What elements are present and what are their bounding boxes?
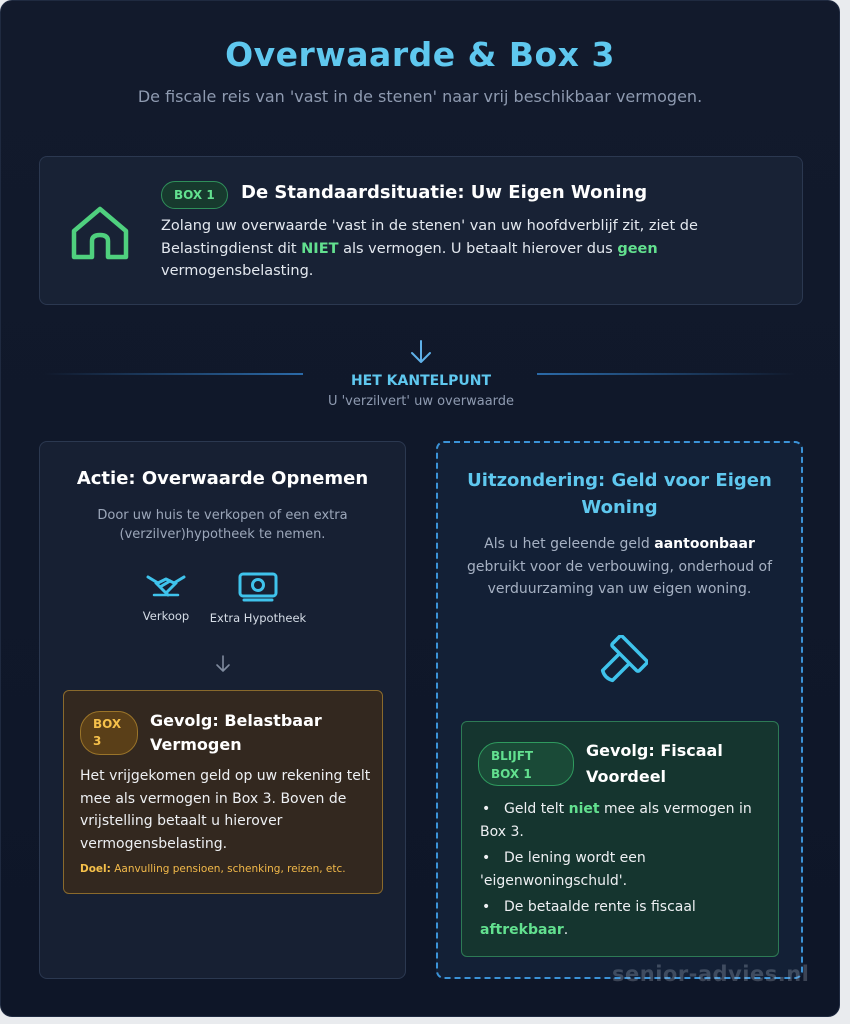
watermark: senior-advies.nl bbox=[612, 962, 810, 986]
option-verkoop: Verkoop bbox=[134, 571, 198, 623]
box1-title: De Standaardsituatie: Uw Eigen Woning bbox=[241, 182, 648, 203]
arrow-down-icon bbox=[411, 340, 431, 363]
list-item: De betaalde rente is fiscaal aftrekbaar. bbox=[480, 896, 770, 941]
box3-badge: BOX 3 bbox=[80, 711, 138, 755]
hammer-icon bbox=[600, 635, 648, 683]
emphasis-geen: geen bbox=[617, 240, 658, 257]
action-panel: Actie: Overwaarde Opnemen Door uw huis t… bbox=[39, 441, 406, 979]
blijft-box1-badge: BLIJFT BOX 1 bbox=[478, 742, 574, 786]
exception-panel: Uitzondering: Geld voor Eigen Woning Als… bbox=[436, 441, 803, 979]
kantelpunt-title: HET KANTELPUNT bbox=[350, 373, 492, 389]
option-hypotheek-label: Extra Hypotheek bbox=[209, 611, 307, 625]
box1-standard-situation: BOX 1 De Standaardsituatie: Uw Eigen Won… bbox=[39, 156, 803, 305]
house-icon bbox=[71, 206, 129, 260]
page-title: Overwaarde & Box 3 bbox=[225, 35, 615, 74]
box3-result: BOX 3 Gevolg: Belastbaar Vermogen Het vr… bbox=[63, 690, 383, 894]
divider-left bbox=[45, 373, 303, 375]
action-title: Actie: Overwaarde Opnemen bbox=[76, 468, 369, 489]
option-verkoop-label: Verkoop bbox=[142, 609, 190, 623]
fiscal-benefit-title: Gevolg: Fiscaal Voordeel bbox=[586, 741, 723, 786]
exception-description: Als u het geleende geld aantoonbaar gebr… bbox=[466, 536, 773, 597]
page-subtitle: De fiscale reis van 'vast in de stenen' … bbox=[137, 87, 703, 106]
fiscal-benefit-list: Geld telt niet mee als vermogen in Box 3… bbox=[480, 798, 770, 945]
list-item: De lening wordt een 'eigenwoningschuld'. bbox=[480, 847, 770, 892]
emphasis-aantoonbaar: aantoonbaar bbox=[654, 536, 755, 552]
list-item: Geld telt niet mee als vermogen in Box 3… bbox=[480, 798, 770, 843]
handshake-icon bbox=[146, 575, 186, 597]
box3-text: Het vrijgekomen geld op uw rekening telt… bbox=[80, 768, 371, 852]
box1-badge: BOX 1 bbox=[161, 181, 228, 209]
option-extra-hypotheek: Extra Hypotheek bbox=[206, 571, 310, 625]
arrow-down-small-icon bbox=[216, 655, 230, 672]
kantelpunt-subtitle: U 'verzilvert' uw overwaarde bbox=[327, 394, 515, 409]
box1-text: Zolang uw overwaarde 'vast in de stenen'… bbox=[161, 218, 698, 279]
emphasis-niet: NIET bbox=[301, 240, 339, 257]
action-description: Door uw huis te verkopen of een extra (v… bbox=[97, 508, 348, 542]
exception-title: Uitzondering: Geld voor Eigen Woning bbox=[467, 470, 772, 518]
money-icon bbox=[238, 572, 278, 602]
divider-right bbox=[537, 373, 795, 375]
fiscal-benefit-result: BLIJFT BOX 1 Gevolg: Fiscaal Voordeel Ge… bbox=[461, 721, 779, 957]
box3-title: Gevolg: Belastbaar Vermogen bbox=[150, 711, 322, 754]
box3-goal: Doel: Aanvulling pensioen, schenking, re… bbox=[80, 863, 346, 875]
